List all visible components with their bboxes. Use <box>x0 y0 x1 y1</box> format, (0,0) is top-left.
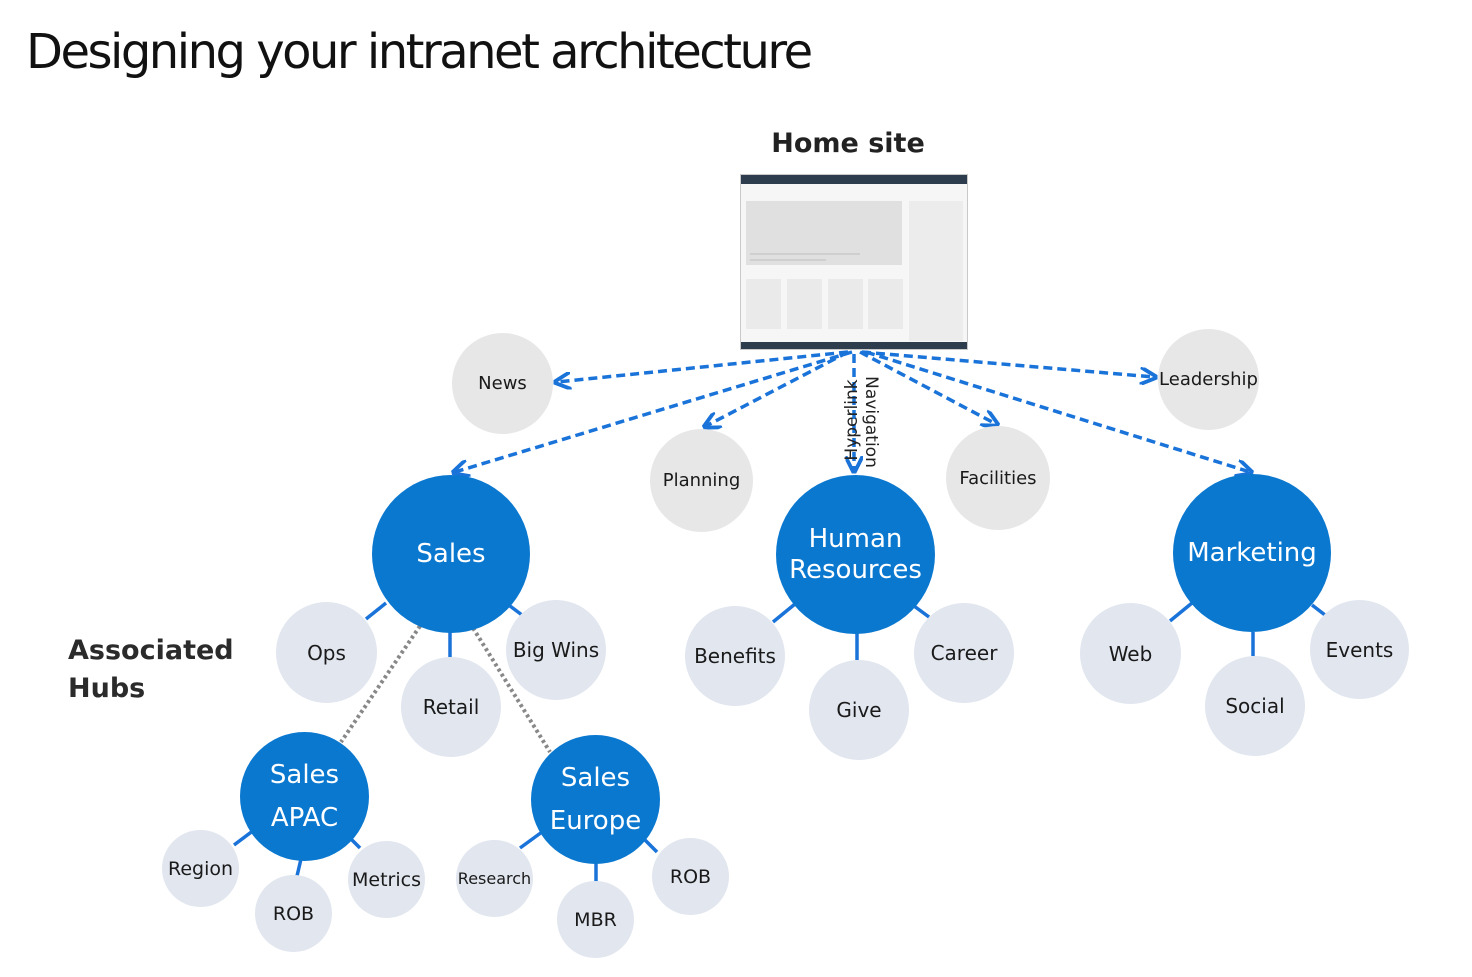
associated-hubs-line2: Hubs <box>68 673 146 704</box>
site-facilities[interactable]: Facilities <box>946 426 1050 530</box>
hub-sales-apac-line1: Sales <box>269 759 340 790</box>
arrow-to-facilities <box>859 350 996 424</box>
site-ops-label: Ops <box>307 640 346 665</box>
hub-hr-label-line1: Human <box>808 523 903 554</box>
link-hr-benefits <box>771 602 797 624</box>
site-metrics[interactable]: Metrics <box>348 841 425 918</box>
thumbnail-card <box>746 279 781 329</box>
thumbnail-sidebar <box>909 201 963 341</box>
site-social-label: Social <box>1225 694 1285 718</box>
link-apac-rob <box>295 858 303 877</box>
thumbnail-card <box>787 279 822 329</box>
link-sales-ops <box>364 601 388 621</box>
hub-sales-apac-line2: APAC <box>270 802 339 833</box>
hub-human-resources[interactable]: Human Resources <box>776 475 935 634</box>
page-title: Designing your intranet architecture <box>26 24 813 80</box>
site-social[interactable]: Social <box>1205 656 1305 756</box>
site-planning[interactable]: Planning <box>650 429 753 532</box>
link-mkt-web <box>1168 601 1194 623</box>
site-region-label: Region <box>167 857 234 880</box>
home-site-label: Home site <box>771 128 925 159</box>
site-research[interactable]: Research <box>456 840 533 917</box>
site-mbr[interactable]: MBR <box>557 881 634 958</box>
hub-sales-europe[interactable]: Sales Europe <box>531 735 660 864</box>
site-give[interactable]: Give <box>809 660 909 760</box>
site-benefits[interactable]: Benefits <box>685 606 785 706</box>
associated-hubs-line1: Associated <box>68 635 234 666</box>
site-mbr-label: MBR <box>574 908 617 931</box>
hyperlink-label: Hyperlink <box>842 379 862 460</box>
arrow-to-news <box>557 350 849 382</box>
link-mkt-events <box>1310 603 1327 617</box>
site-planning-label: Planning <box>662 470 741 491</box>
site-metrics-label: Metrics <box>352 868 421 891</box>
thumbnail-suite-bar <box>741 175 967 184</box>
thumbnail-line <box>750 253 860 255</box>
associated-hubs-label: Associated Hubs <box>68 632 234 708</box>
site-big-wins[interactable]: Big Wins <box>506 600 606 700</box>
site-apac-rob[interactable]: ROB <box>255 875 332 952</box>
site-research-label: Research <box>457 869 532 888</box>
hub-sales-label: Sales <box>416 539 486 569</box>
hub-marketing-label: Marketing <box>1187 538 1317 568</box>
navigation-text: Navigation <box>860 376 881 468</box>
site-news-label: News <box>478 373 527 394</box>
link-hr-career <box>912 604 931 619</box>
site-europe-rob-label: ROB <box>669 865 712 888</box>
site-region[interactable]: Region <box>162 830 239 907</box>
site-give-label: Give <box>836 698 882 722</box>
navigation-label: Navigation <box>861 376 881 468</box>
site-facilities-label: Facilities <box>959 467 1037 489</box>
site-apac-rob-label: ROB <box>272 902 315 925</box>
site-events-label: Events <box>1325 637 1394 662</box>
hub-hr-label-line2: Resources <box>789 554 922 585</box>
thumbnail-card <box>828 279 863 329</box>
dotted-sales-europe <box>471 626 552 754</box>
site-benefits-label: Benefits <box>694 644 776 668</box>
thumbnail-card <box>868 279 903 329</box>
dotted-sales-apac <box>339 624 422 744</box>
site-retail-label: Retail <box>422 695 480 719</box>
hub-sales-europe-line1: Sales <box>560 762 631 793</box>
site-leadership[interactable]: Leadership <box>1158 329 1259 430</box>
home-site-thumbnail[interactable] <box>740 174 968 350</box>
arrow-to-planning <box>706 350 849 426</box>
hub-sales-apac[interactable]: Sales APAC <box>240 732 369 861</box>
arrow-to-marketing <box>865 350 1250 472</box>
link-europe-research <box>518 830 544 850</box>
thumbnail-line <box>750 259 826 261</box>
site-leadership-label: Leadership <box>1159 369 1258 390</box>
hub-sales[interactable]: Sales <box>372 475 530 633</box>
site-news[interactable]: News <box>452 333 553 434</box>
site-ops[interactable]: Ops <box>276 602 377 703</box>
site-career-label: Career <box>930 641 998 665</box>
hub-sales-europe-line2: Europe <box>549 805 642 836</box>
hub-marketing[interactable]: Marketing <box>1173 474 1331 632</box>
site-events[interactable]: Events <box>1310 600 1409 699</box>
site-retail[interactable]: Retail <box>401 657 501 757</box>
site-web-label: Web <box>1108 641 1153 666</box>
site-europe-rob[interactable]: ROB <box>652 838 729 915</box>
site-career[interactable]: Career <box>914 603 1014 703</box>
thumbnail-footer <box>741 342 967 349</box>
site-web[interactable]: Web <box>1080 603 1181 704</box>
arrow-to-leadership <box>861 350 1154 377</box>
site-big-wins-label: Big Wins <box>512 638 600 662</box>
hyperlink-text: Hyperlink <box>842 379 863 461</box>
